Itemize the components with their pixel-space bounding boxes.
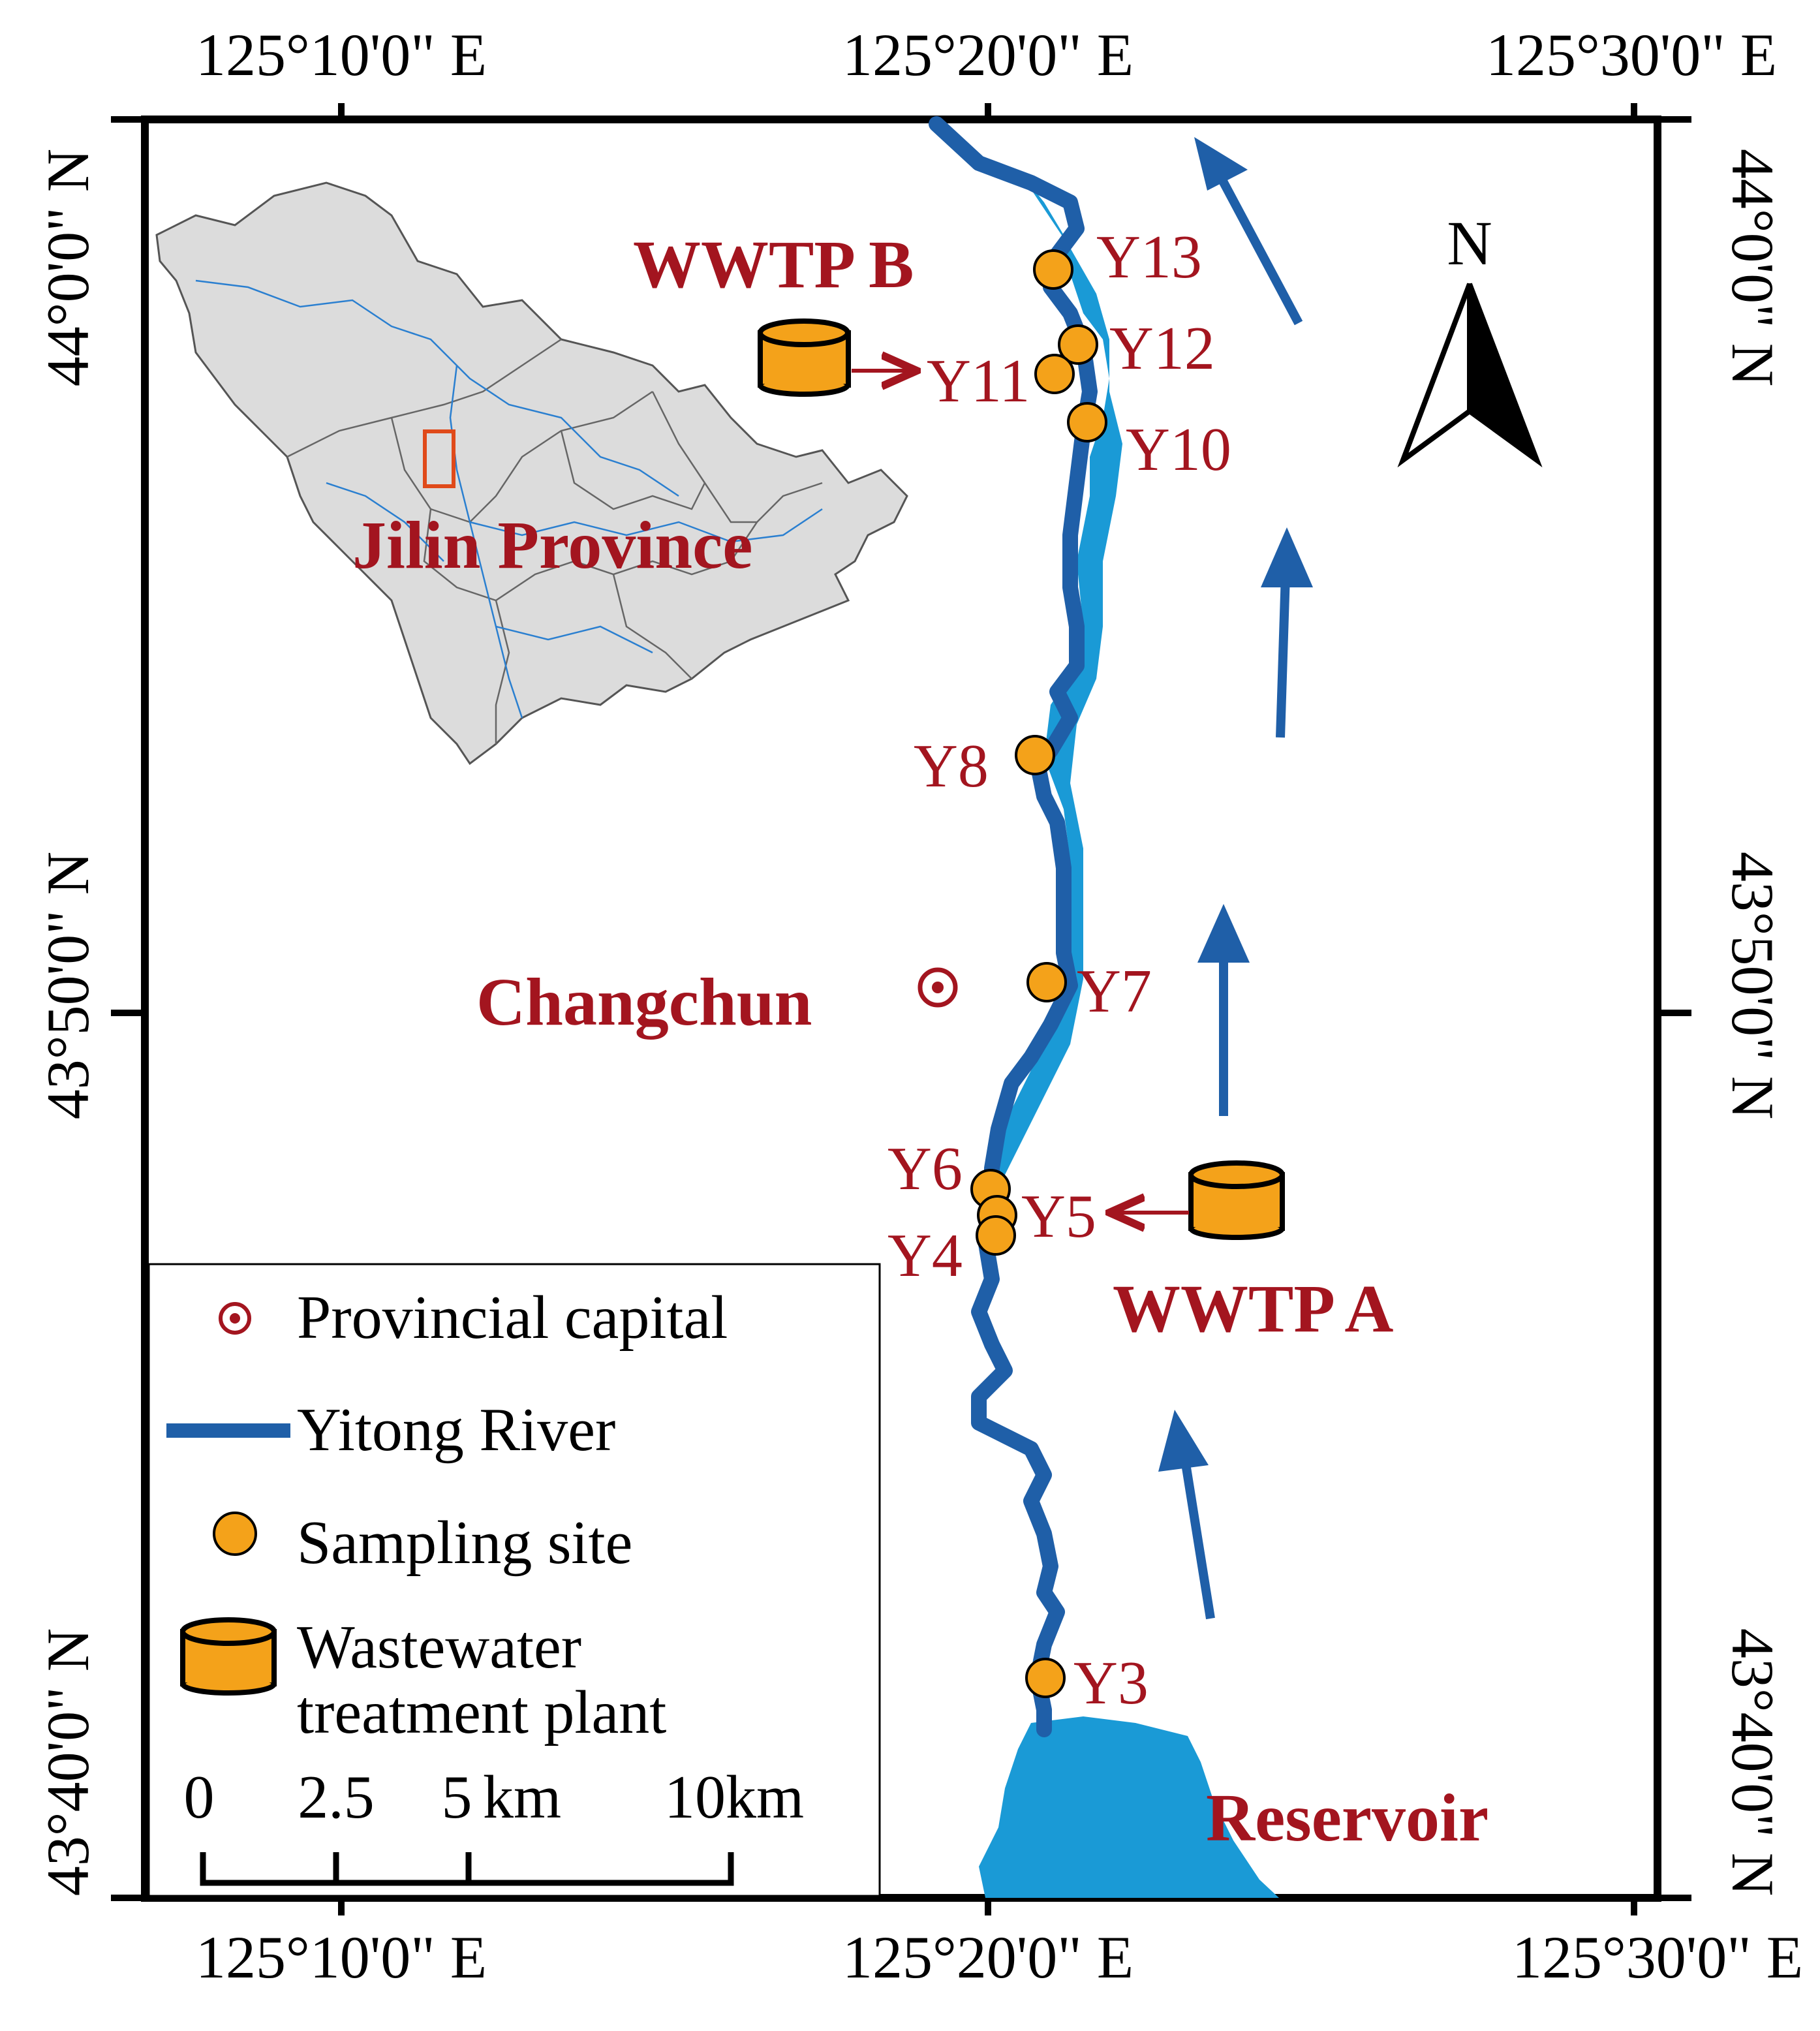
legend-sampling-site: Sampling site [297, 1509, 632, 1577]
wwtp-a-icon [1188, 1160, 1285, 1240]
site-label-y11: Y11 [927, 347, 1030, 415]
scale-label-5: 5 [442, 1763, 472, 1831]
wwtp-b-label: WWTP B [633, 227, 914, 302]
lat-label-right-3: 43°40'0" N [1720, 1628, 1786, 1896]
site-label-y13: Y13 [1096, 223, 1202, 291]
sampling-site-y13 [1033, 249, 1073, 290]
sampling-site-y12 [1058, 324, 1098, 365]
wwtp-b-icon [758, 318, 851, 397]
north-arrow-icon: N [1397, 208, 1543, 468]
legend-wwtp-icon [180, 1617, 277, 1696]
legend-yitong-river: Yitong River [297, 1396, 615, 1464]
scale-label-km: km [483, 1763, 561, 1831]
north-arrow-label: N [1447, 208, 1492, 278]
legend-sampling-site-icon [213, 1512, 257, 1556]
site-label-y12: Y12 [1109, 315, 1215, 382]
inset-boundaries [286, 338, 823, 744]
lat-label-right-1: 44°0'0" N [1720, 149, 1786, 386]
site-label-y6: Y6 [887, 1135, 963, 1203]
place-labels: WWTP B WWTP A Changchun Reservoir [476, 227, 1488, 1855]
inset-rivers [195, 279, 823, 719]
changchun-capital-icon [918, 967, 958, 1008]
legend-provincial-capital: Provincial capital [297, 1284, 728, 1352]
coordinate-labels: 125°10'0" E 125°20'0" E 125°30'0" E 125°… [35, 22, 1803, 1991]
wwtp-a-label: WWTP A [1113, 1271, 1394, 1346]
jilin-province-label: Jilin Province [352, 508, 752, 583]
site-label-y10: Y10 [1126, 416, 1231, 484]
flow-arrow-icon [1158, 1410, 1215, 1620]
scale-label-0: 0 [184, 1763, 215, 1831]
sampling-site-y8 [1015, 735, 1055, 775]
legend: Provincial capital Yitong River Sampling… [147, 1263, 881, 1897]
scale-label-10km: 10km [664, 1763, 804, 1831]
flow-arrow-icon [1194, 137, 1303, 326]
map-frame [111, 103, 1691, 1915]
site-label-y4: Y4 [887, 1222, 963, 1290]
lon-label-bottom-2: 125°20'0" E [842, 1924, 1134, 1991]
lat-label-right-2: 43°50'0" N [1720, 852, 1786, 1119]
changchun-label: Changchun [476, 965, 812, 1040]
lon-label-bottom-3: 125°30'0" E [1512, 1924, 1803, 1991]
sampling-site-y4 [976, 1215, 1016, 1256]
scale-label-2-5: 2.5 [298, 1763, 375, 1831]
reservoir-area [979, 1716, 1279, 1898]
site-label-y3: Y3 [1073, 1649, 1149, 1717]
scale-bar: 0 2.5 5 km 10km [184, 1763, 804, 1886]
sampling-site-y3 [1025, 1658, 1066, 1698]
study-area-marker [423, 429, 455, 488]
lon-label-bottom-1: 125°10'0" E [196, 1924, 487, 1991]
sampling-site-y11 [1034, 354, 1075, 394]
lat-label-left-3: 43°40'0" N [35, 1628, 101, 1896]
flow-arrow-icon [1261, 527, 1313, 738]
lon-label-top-2: 125°20'0" E [842, 22, 1134, 88]
legend-wwtp-line2: treatment plant [297, 1679, 666, 1746]
river-floodplain [979, 170, 1122, 1227]
flow-direction-arrows [1158, 137, 1313, 1620]
site-label-y8: Y8 [914, 732, 989, 800]
legend-box [147, 1263, 881, 1897]
sampling-site-y7 [1026, 962, 1067, 1002]
site-label-y7: Y7 [1077, 957, 1152, 1025]
sampling-site-y10 [1067, 402, 1107, 442]
lon-label-top-3: 125°30'0" E [1486, 22, 1777, 88]
lat-label-left-2: 43°50'0" N [35, 852, 101, 1119]
site-label-y5: Y5 [1021, 1183, 1096, 1250]
jilin-province-outline [155, 181, 908, 766]
flow-arrow-icon [1197, 904, 1250, 1116]
jilin-province-inset: Jilin Province [155, 181, 908, 766]
legend-capital-icon [219, 1302, 251, 1335]
water-bodies [979, 170, 1279, 1898]
site-labels: Y13 Y12 Y11 Y10 Y8 Y7 Y6 Y5 Y4 Y3 [887, 223, 1231, 1717]
sampling-sites [970, 249, 1107, 1698]
reservoir-label: Reservoir [1206, 1780, 1488, 1855]
lon-label-top-1: 125°10'0" E [196, 22, 487, 88]
lat-label-left-1: 44°0'0" N [35, 149, 101, 386]
legend-wwtp-line1: Wastewater [297, 1613, 581, 1681]
